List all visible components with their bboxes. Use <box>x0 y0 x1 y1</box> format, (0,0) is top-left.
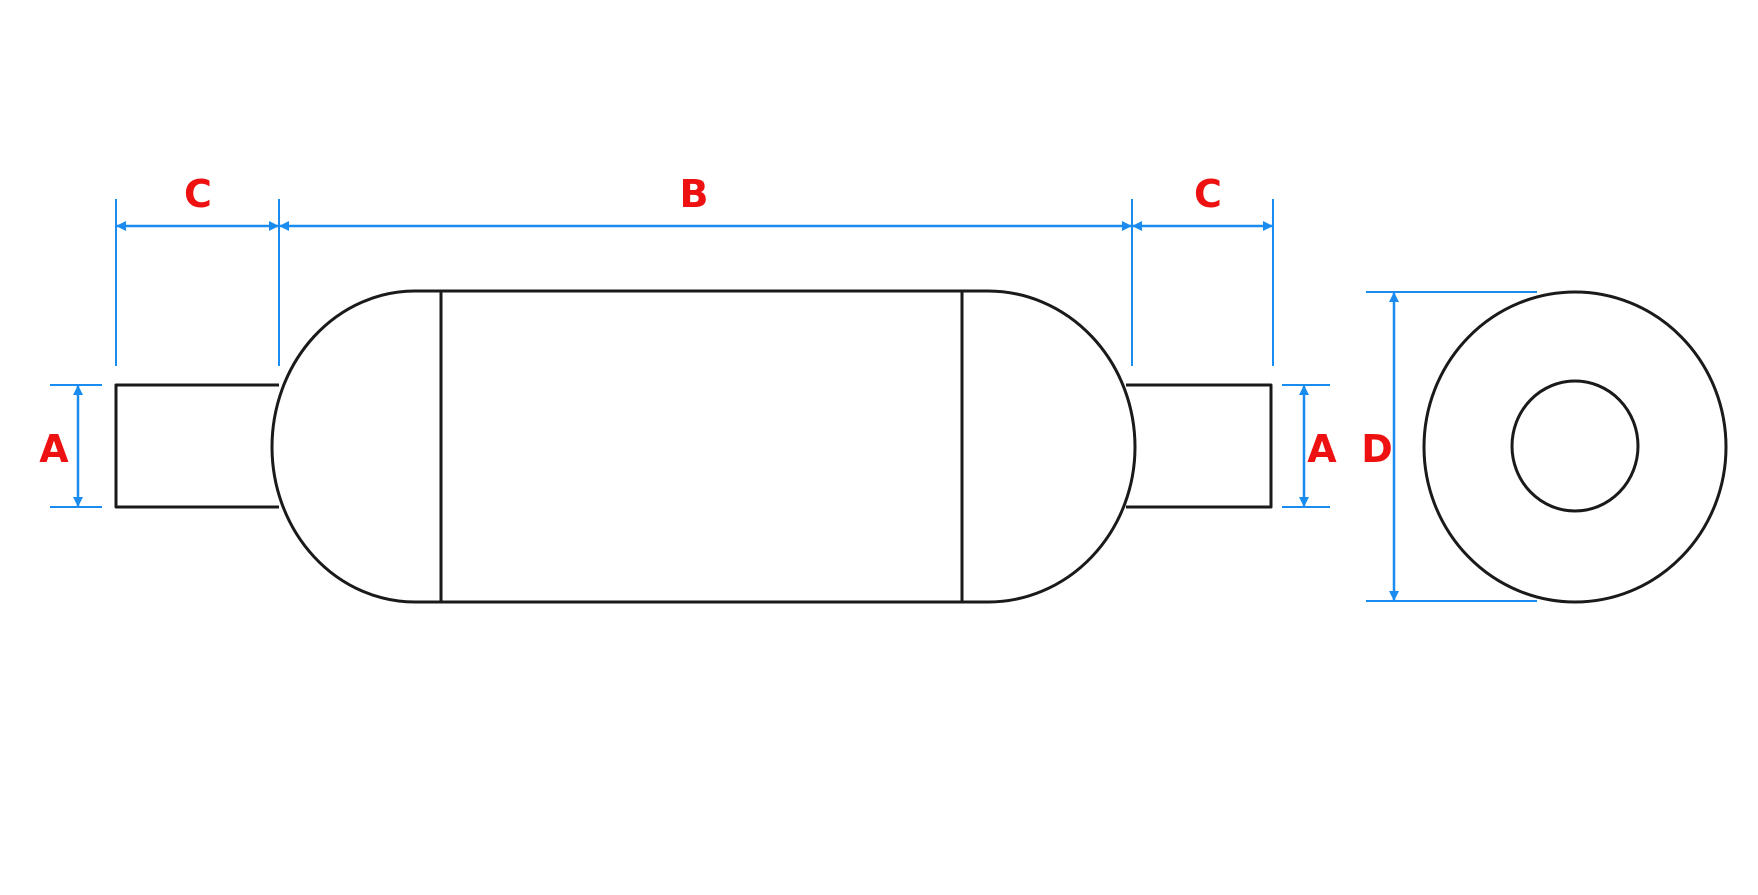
muffler-body <box>270 289 1137 604</box>
right-pipe <box>1126 383 1273 509</box>
left-pipe <box>114 383 279 509</box>
end-view-outer-circle <box>1422 290 1728 604</box>
end-view-inner-circle <box>1510 379 1640 513</box>
label-a-left: A <box>39 427 69 471</box>
label-a-right: A <box>1307 427 1337 471</box>
muffler-end-view <box>1422 290 1728 604</box>
label-d: D <box>1361 427 1393 471</box>
dimension-lines <box>50 199 1537 602</box>
muffler-side-view <box>114 289 1273 604</box>
dimension-labels: C B C A A D <box>39 172 1392 471</box>
label-b: B <box>680 172 709 216</box>
label-c-left: C <box>184 172 212 216</box>
label-c-right: C <box>1194 172 1222 216</box>
